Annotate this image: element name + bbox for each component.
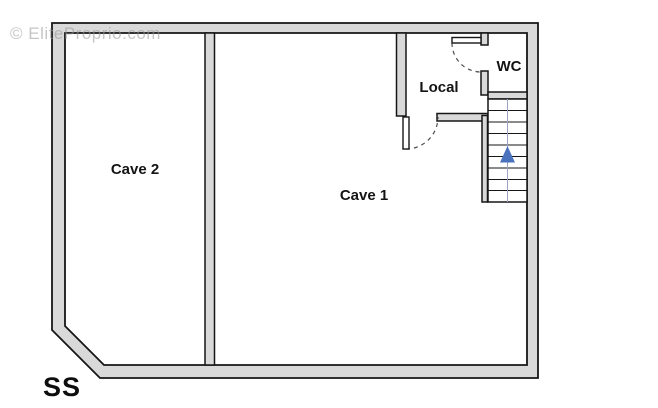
stair-up-arrow-icon: [500, 146, 515, 163]
wall-staircase-left: [481, 114, 489, 203]
room-label-cave1: Cave 1: [339, 187, 389, 204]
cave1-door-leaf: [402, 116, 410, 150]
wall-local-bottom: [436, 112, 489, 122]
exterior-wall: [51, 22, 539, 379]
room-label-wc: WC: [496, 58, 522, 75]
wall-wc-left-upper: [480, 32, 489, 46]
room-label-local: Local: [419, 79, 459, 96]
wc-door-leaf: [451, 36, 482, 44]
watermark: © EliteProprio.com: [10, 24, 161, 43]
level-label: SS: [43, 372, 82, 402]
wall-wc-left-lower: [480, 70, 489, 96]
wall-wc-bottom: [487, 91, 528, 100]
wall-cave1-local: [395, 32, 407, 117]
wall-cave2-cave1: [204, 32, 216, 366]
staircase: [487, 98, 528, 203]
cave1-door-swing-arc: [405, 116, 439, 150]
room-label-cave2: Cave 2: [110, 161, 160, 178]
wc-door-swing-arc: [451, 42, 482, 73]
